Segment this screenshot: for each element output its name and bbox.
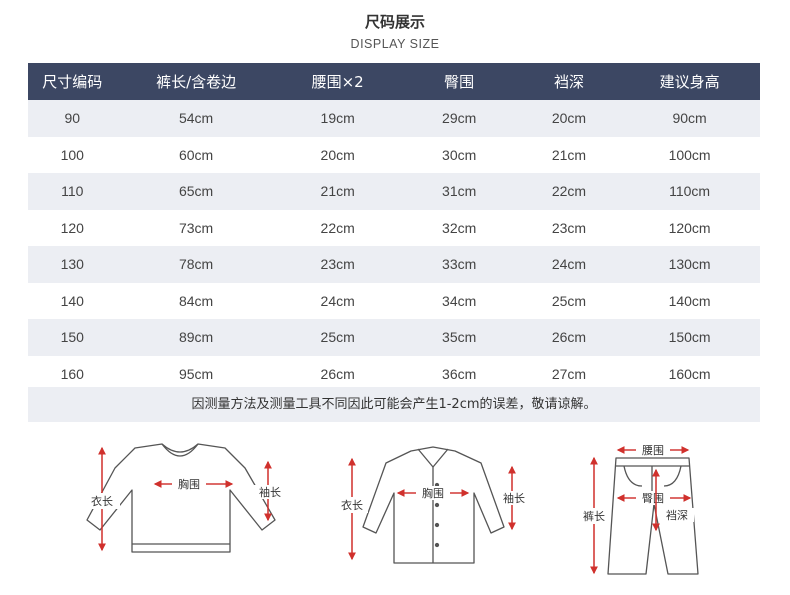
cell-pant-length: 95cm	[178, 365, 214, 382]
table-row: 160 95cm 26cm 36cm 27cm 160cm	[28, 356, 760, 393]
cell-waist: 24cm	[320, 292, 355, 309]
cell-rise: 24cm	[518, 246, 620, 283]
cell-waist: 22cm	[320, 219, 355, 236]
sweater-chest-label: 胸围	[178, 477, 200, 491]
pants-diagram: 腰围 臀围 裤长 裆深	[578, 443, 699, 575]
cell-pant-length: 60cm	[178, 146, 214, 163]
cell-hip: 29cm	[399, 100, 519, 137]
table-header-row: 尺寸编码 裤长/含卷边 腰围×2 臀围 裆深 建议身高	[28, 63, 760, 100]
page-title: 尺码展示	[364, 13, 425, 31]
col-header-height: 建议身高	[619, 63, 760, 100]
cell-size-code: 120	[60, 219, 84, 236]
cell-pant-length: 54cm	[116, 100, 276, 137]
shirt-sleeve-label: 袖长	[503, 491, 525, 505]
measurement-disclaimer: 因测量方法及测量工具不同因此可能会产生1-2cm的误差，敬请谅解。	[28, 387, 760, 422]
size-table: 尺寸编码 裤长/含卷边 腰围×2 臀围 裆深 建议身高 90 54cm 19cm…	[28, 63, 760, 392]
cell-rise: 21cm	[551, 146, 587, 163]
cell-pant-length: 65cm	[116, 173, 276, 210]
cell-waist: 26cm	[320, 365, 355, 382]
cell-size-code: 160	[60, 365, 84, 382]
cell-rise: 20cm	[518, 100, 620, 137]
sweater-length-label: 衣长	[91, 494, 113, 508]
table-row: 130 78cm 23cm 33cm 24cm 130cm	[28, 246, 760, 283]
cell-rise: 26cm	[518, 319, 620, 356]
col-header-pant-length: 裤长/含卷边	[116, 63, 276, 100]
shirt-outline-icon	[362, 446, 505, 564]
cell-size-code: 110	[28, 173, 117, 210]
shirt-length-label: 衣长	[341, 498, 363, 512]
cell-pant-length: 89cm	[116, 319, 276, 356]
sweater-outline-icon	[86, 443, 276, 553]
cell-pant-length: 78cm	[116, 246, 276, 283]
cell-waist: 23cm	[275, 246, 400, 283]
cell-height: 90cm	[619, 100, 760, 137]
cell-size-code: 130	[28, 246, 117, 283]
page-subtitle: DISPLAY SIZE	[350, 37, 440, 51]
table-row: 110 65cm 21cm 31cm 22cm 110cm	[28, 173, 760, 210]
pants-rise-label: 裆深	[666, 509, 688, 522]
cell-pant-length: 84cm	[178, 292, 214, 309]
cell-height: 150cm	[619, 319, 760, 356]
cell-waist: 25cm	[275, 319, 400, 356]
table-row: 100 60cm 20cm 30cm 21cm 100cm	[28, 137, 760, 174]
cell-height: 110cm	[619, 173, 760, 210]
cell-height: 140cm	[668, 292, 711, 309]
cell-height: 100cm	[668, 146, 711, 163]
cell-rise: 22cm	[518, 173, 620, 210]
cell-height: 160cm	[668, 365, 711, 382]
cell-size-code: 150	[28, 319, 117, 356]
col-header-rise: 裆深	[518, 63, 620, 100]
cell-waist: 21cm	[275, 173, 400, 210]
cell-height: 120cm	[668, 219, 711, 236]
pants-hip-label: 臀围	[642, 492, 664, 505]
cell-pant-length: 73cm	[178, 219, 214, 236]
cell-rise: 27cm	[551, 365, 587, 382]
col-header-size-code: 尺寸编码	[28, 63, 117, 100]
table-row: 120 73cm 22cm 32cm 23cm 120cm	[28, 210, 760, 247]
cell-hip: 34cm	[442, 292, 477, 309]
cell-rise: 25cm	[551, 292, 587, 309]
cell-waist: 19cm	[275, 100, 400, 137]
table-row: 90 54cm 19cm 29cm 20cm 90cm	[28, 100, 760, 137]
sweater-sleeve-label: 袖长	[259, 485, 281, 499]
cell-hip: 31cm	[399, 173, 519, 210]
cell-hip: 33cm	[399, 246, 519, 283]
pants-waist-label: 腰围	[642, 444, 664, 457]
cell-hip: 32cm	[442, 219, 477, 236]
cell-waist: 20cm	[320, 146, 355, 163]
col-header-hip: 臀围	[399, 63, 519, 100]
shirt-chest-label: 胸围	[422, 486, 444, 500]
sweater-diagram: 衣长 胸围 袖长	[84, 443, 287, 553]
cell-size-code: 100	[60, 146, 84, 163]
shirt-diagram: 衣长 胸围 袖长	[336, 446, 531, 564]
cell-hip: 36cm	[442, 365, 477, 382]
table-row: 150 89cm 25cm 35cm 26cm 150cm	[28, 319, 760, 356]
cell-size-code: 90	[28, 100, 117, 137]
col-header-waist: 腰围×2	[275, 63, 400, 100]
cell-rise: 23cm	[551, 219, 587, 236]
table-row: 140 84cm 24cm 34cm 25cm 140cm	[28, 283, 760, 320]
pants-length-label: 裤长	[583, 509, 605, 523]
cell-hip: 35cm	[399, 319, 519, 356]
cell-height: 130cm	[619, 246, 760, 283]
cell-size-code: 140	[60, 292, 84, 309]
cell-hip: 30cm	[442, 146, 477, 163]
